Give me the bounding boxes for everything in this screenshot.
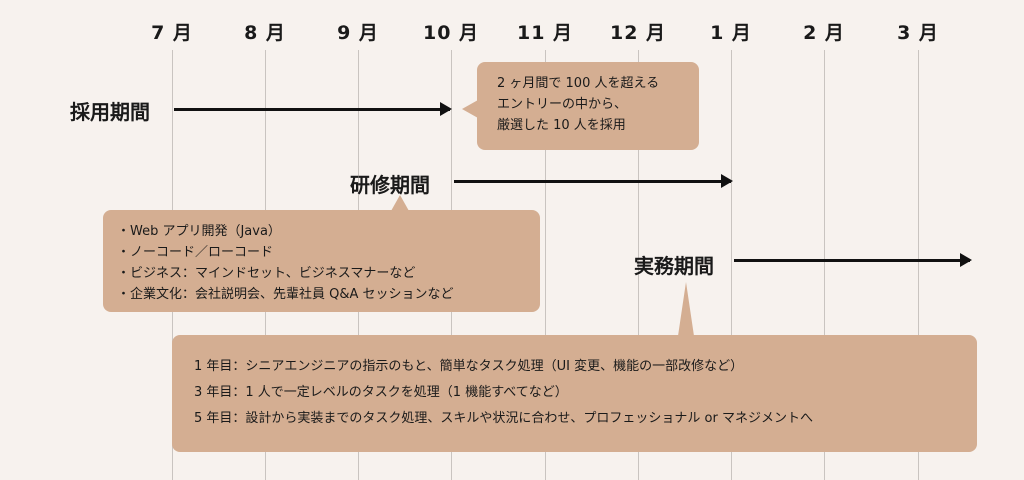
month-gridline (824, 50, 825, 480)
month-gridline (638, 50, 639, 480)
month-label-oct: 10 月 (422, 22, 480, 44)
month-gridline (918, 50, 919, 480)
month-label-aug: 8 月 (244, 22, 286, 44)
training-note-line: ・ビジネス：マインドセット、ビジネスマナーなど (117, 266, 416, 281)
recruit-note-line: 厳選した 10 人を採用 (497, 118, 626, 133)
training-note-bubble: ・Web アプリ開発（Java） ・ノーコード／ローコード ・ビジネス：マインド… (103, 210, 540, 312)
training-note-tail (391, 195, 409, 211)
month-label-jul: 7 月 (151, 22, 193, 44)
month-label-mar: 3 月 (897, 22, 939, 44)
practice-phase-label: 実務期間 (634, 254, 714, 278)
month-label-jan: 1 月 (710, 22, 752, 44)
month-label-feb: 2 月 (803, 22, 845, 44)
practice-phase-arrow (734, 253, 972, 267)
month-label-nov: 11 月 (516, 22, 574, 44)
recruit-note-tail (462, 100, 478, 118)
practice-note-line: 1 年目：シニアエンジニアの指示のもと、簡単なタスク処理（UI 変更、機能の一部… (194, 359, 744, 374)
training-note-line: ・企業文化：会社説明会、先輩社員 Q&A セッションなど (117, 287, 454, 302)
training-note-line: ・Web アプリ開発（Java） (117, 224, 281, 239)
training-phase-label: 研修期間 (350, 173, 430, 197)
training-phase-arrow (454, 174, 733, 188)
month-gridline (731, 50, 732, 480)
month-gridline (545, 50, 546, 480)
recruit-note-bubble: 2 ヶ月間で 100 人を超える エントリーの中から、 厳選した 10 人を採用 (477, 62, 699, 150)
month-label-sep: 9 月 (337, 22, 379, 44)
recruit-note-line: 2 ヶ月間で 100 人を超える (497, 76, 660, 91)
practice-note-tail (678, 282, 694, 336)
recruit-note-line: エントリーの中から、 (497, 97, 628, 112)
recruit-phase-label: 採用期間 (70, 100, 150, 124)
practice-note-line: 5 年目：設計から実装までのタスク処理、スキルや状況に合わせ、プロフェッショナル… (194, 411, 813, 426)
training-note-line: ・ノーコード／ローコード (117, 245, 274, 260)
practice-note-bubble: 1 年目：シニアエンジニアの指示のもと、簡単なタスク処理（UI 変更、機能の一部… (172, 335, 977, 452)
recruit-phase-arrow (174, 102, 452, 116)
month-label-dec: 12 月 (609, 22, 667, 44)
practice-note-line: 3 年目：1 人で一定レベルのタスクを処理（1 機能すべてなど） (194, 385, 568, 400)
